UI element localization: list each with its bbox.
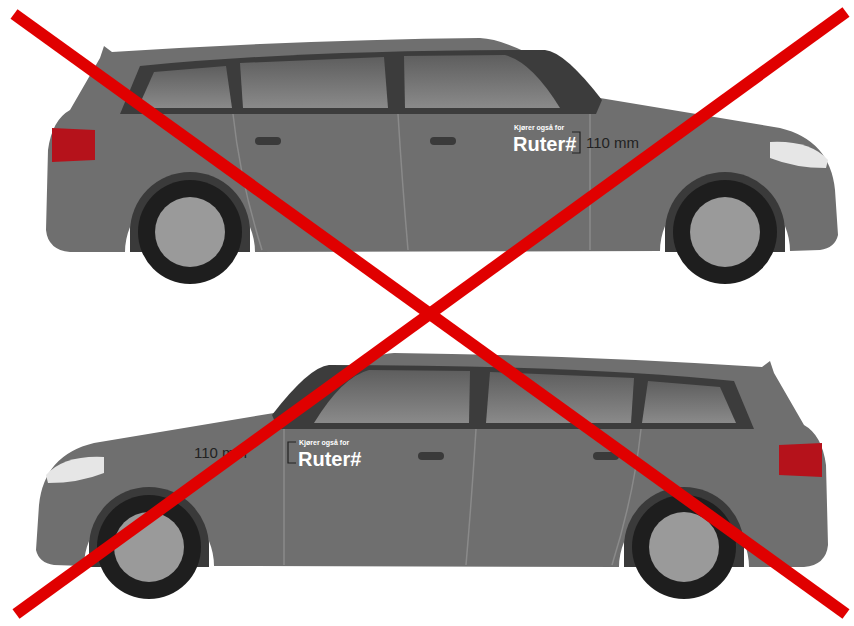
dimension-label: 110 mm [586, 135, 639, 150]
car-bottom [36, 353, 828, 599]
dimension-bracket [288, 442, 296, 463]
brand-logo: Ruter# [298, 449, 361, 469]
car-top [46, 38, 838, 284]
brand-logo: Ruter# [513, 134, 576, 154]
small-print: Kjører også for [514, 124, 564, 131]
small-print: Kjører også for [299, 439, 349, 446]
dimension-label: 110 mm [194, 445, 247, 460]
